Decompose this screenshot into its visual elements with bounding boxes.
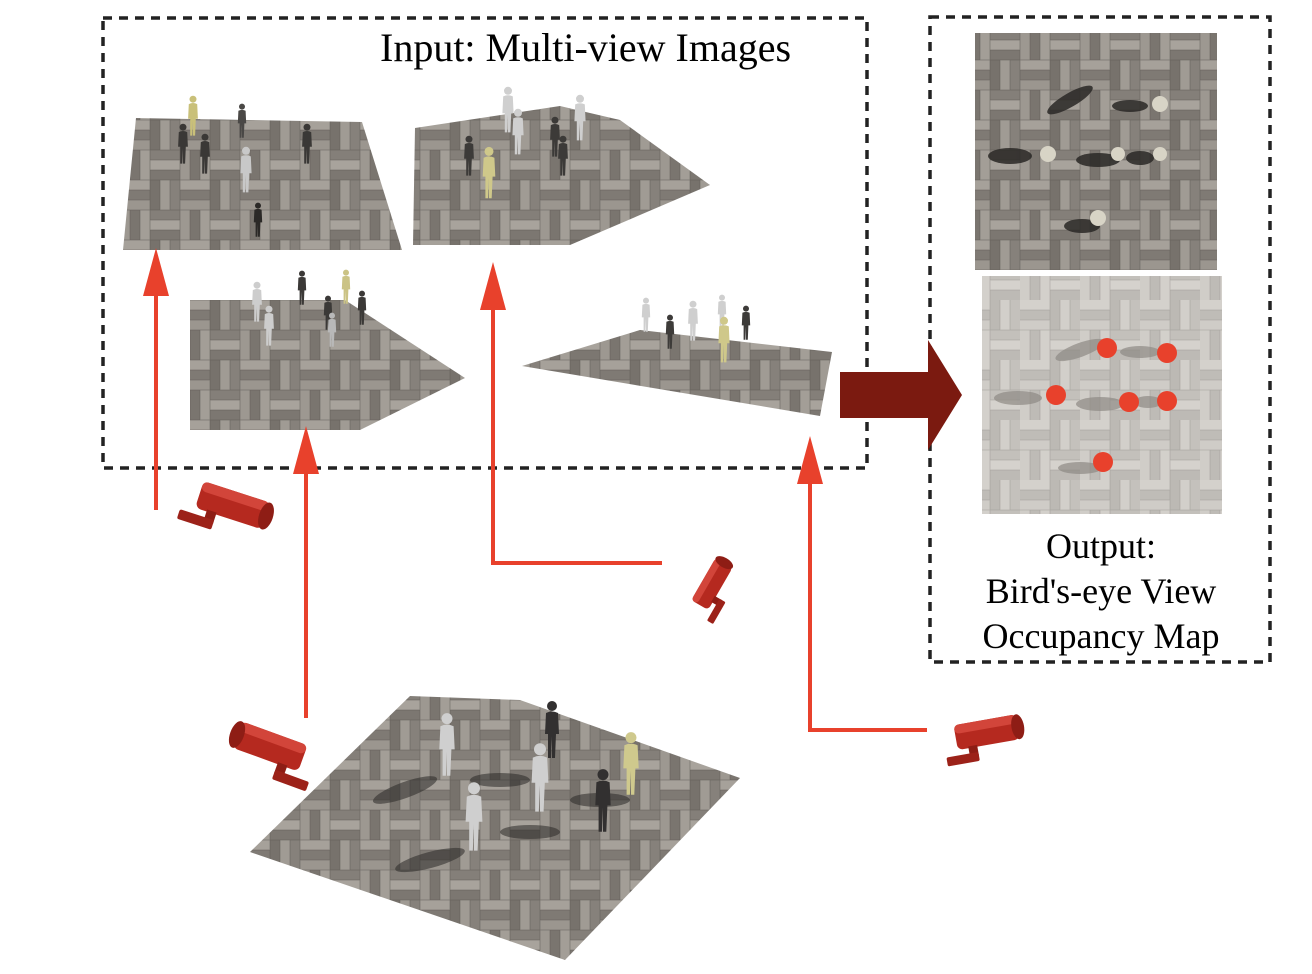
arrow-up-icon: [480, 262, 506, 310]
arrow-right-icon: [840, 340, 962, 450]
occupancy-dot: [1046, 385, 1066, 405]
output-caption: Output: Bird's-eye View Occupancy Map: [932, 524, 1270, 659]
surveillance-camera-icon: [176, 476, 277, 547]
occupancy-dots: [1046, 338, 1177, 472]
input-title: Input: Multi-view Images: [380, 25, 792, 70]
camera-connectors: [154, 262, 927, 732]
arrow-up-icon: [293, 426, 319, 474]
occupancy-dot: [1157, 391, 1177, 411]
arrow-cam4-view4: [808, 452, 927, 732]
arrow-cam3-view2: [491, 278, 662, 565]
view-image-1: [123, 95, 402, 250]
surveillance-camera-icon: [220, 718, 321, 792]
occupancy-map-image: [982, 276, 1222, 514]
view-image-4: [522, 294, 832, 416]
output-caption-line3: Occupancy Map: [982, 616, 1220, 656]
occupancy-dot: [1093, 452, 1113, 472]
output-caption-line1: Output:: [1045, 526, 1156, 566]
arrow-up-icon: [143, 248, 169, 296]
output-box: [928, 15, 1272, 664]
occupancy-dot: [1097, 338, 1117, 358]
occupancy-dot: [1157, 343, 1177, 363]
view-image-3: [190, 269, 465, 430]
surveillance-camera-icon: [686, 553, 745, 625]
occupancy-dot: [1119, 392, 1139, 412]
main-scene: [250, 696, 740, 960]
arrow-up-icon: [797, 436, 823, 484]
output-caption-line2: Bird's-eye View: [985, 571, 1217, 611]
view-image-2: [413, 86, 710, 245]
arrowheads: [143, 248, 823, 484]
bev-image: [975, 33, 1217, 270]
surveillance-camera-icon: [941, 713, 1029, 767]
